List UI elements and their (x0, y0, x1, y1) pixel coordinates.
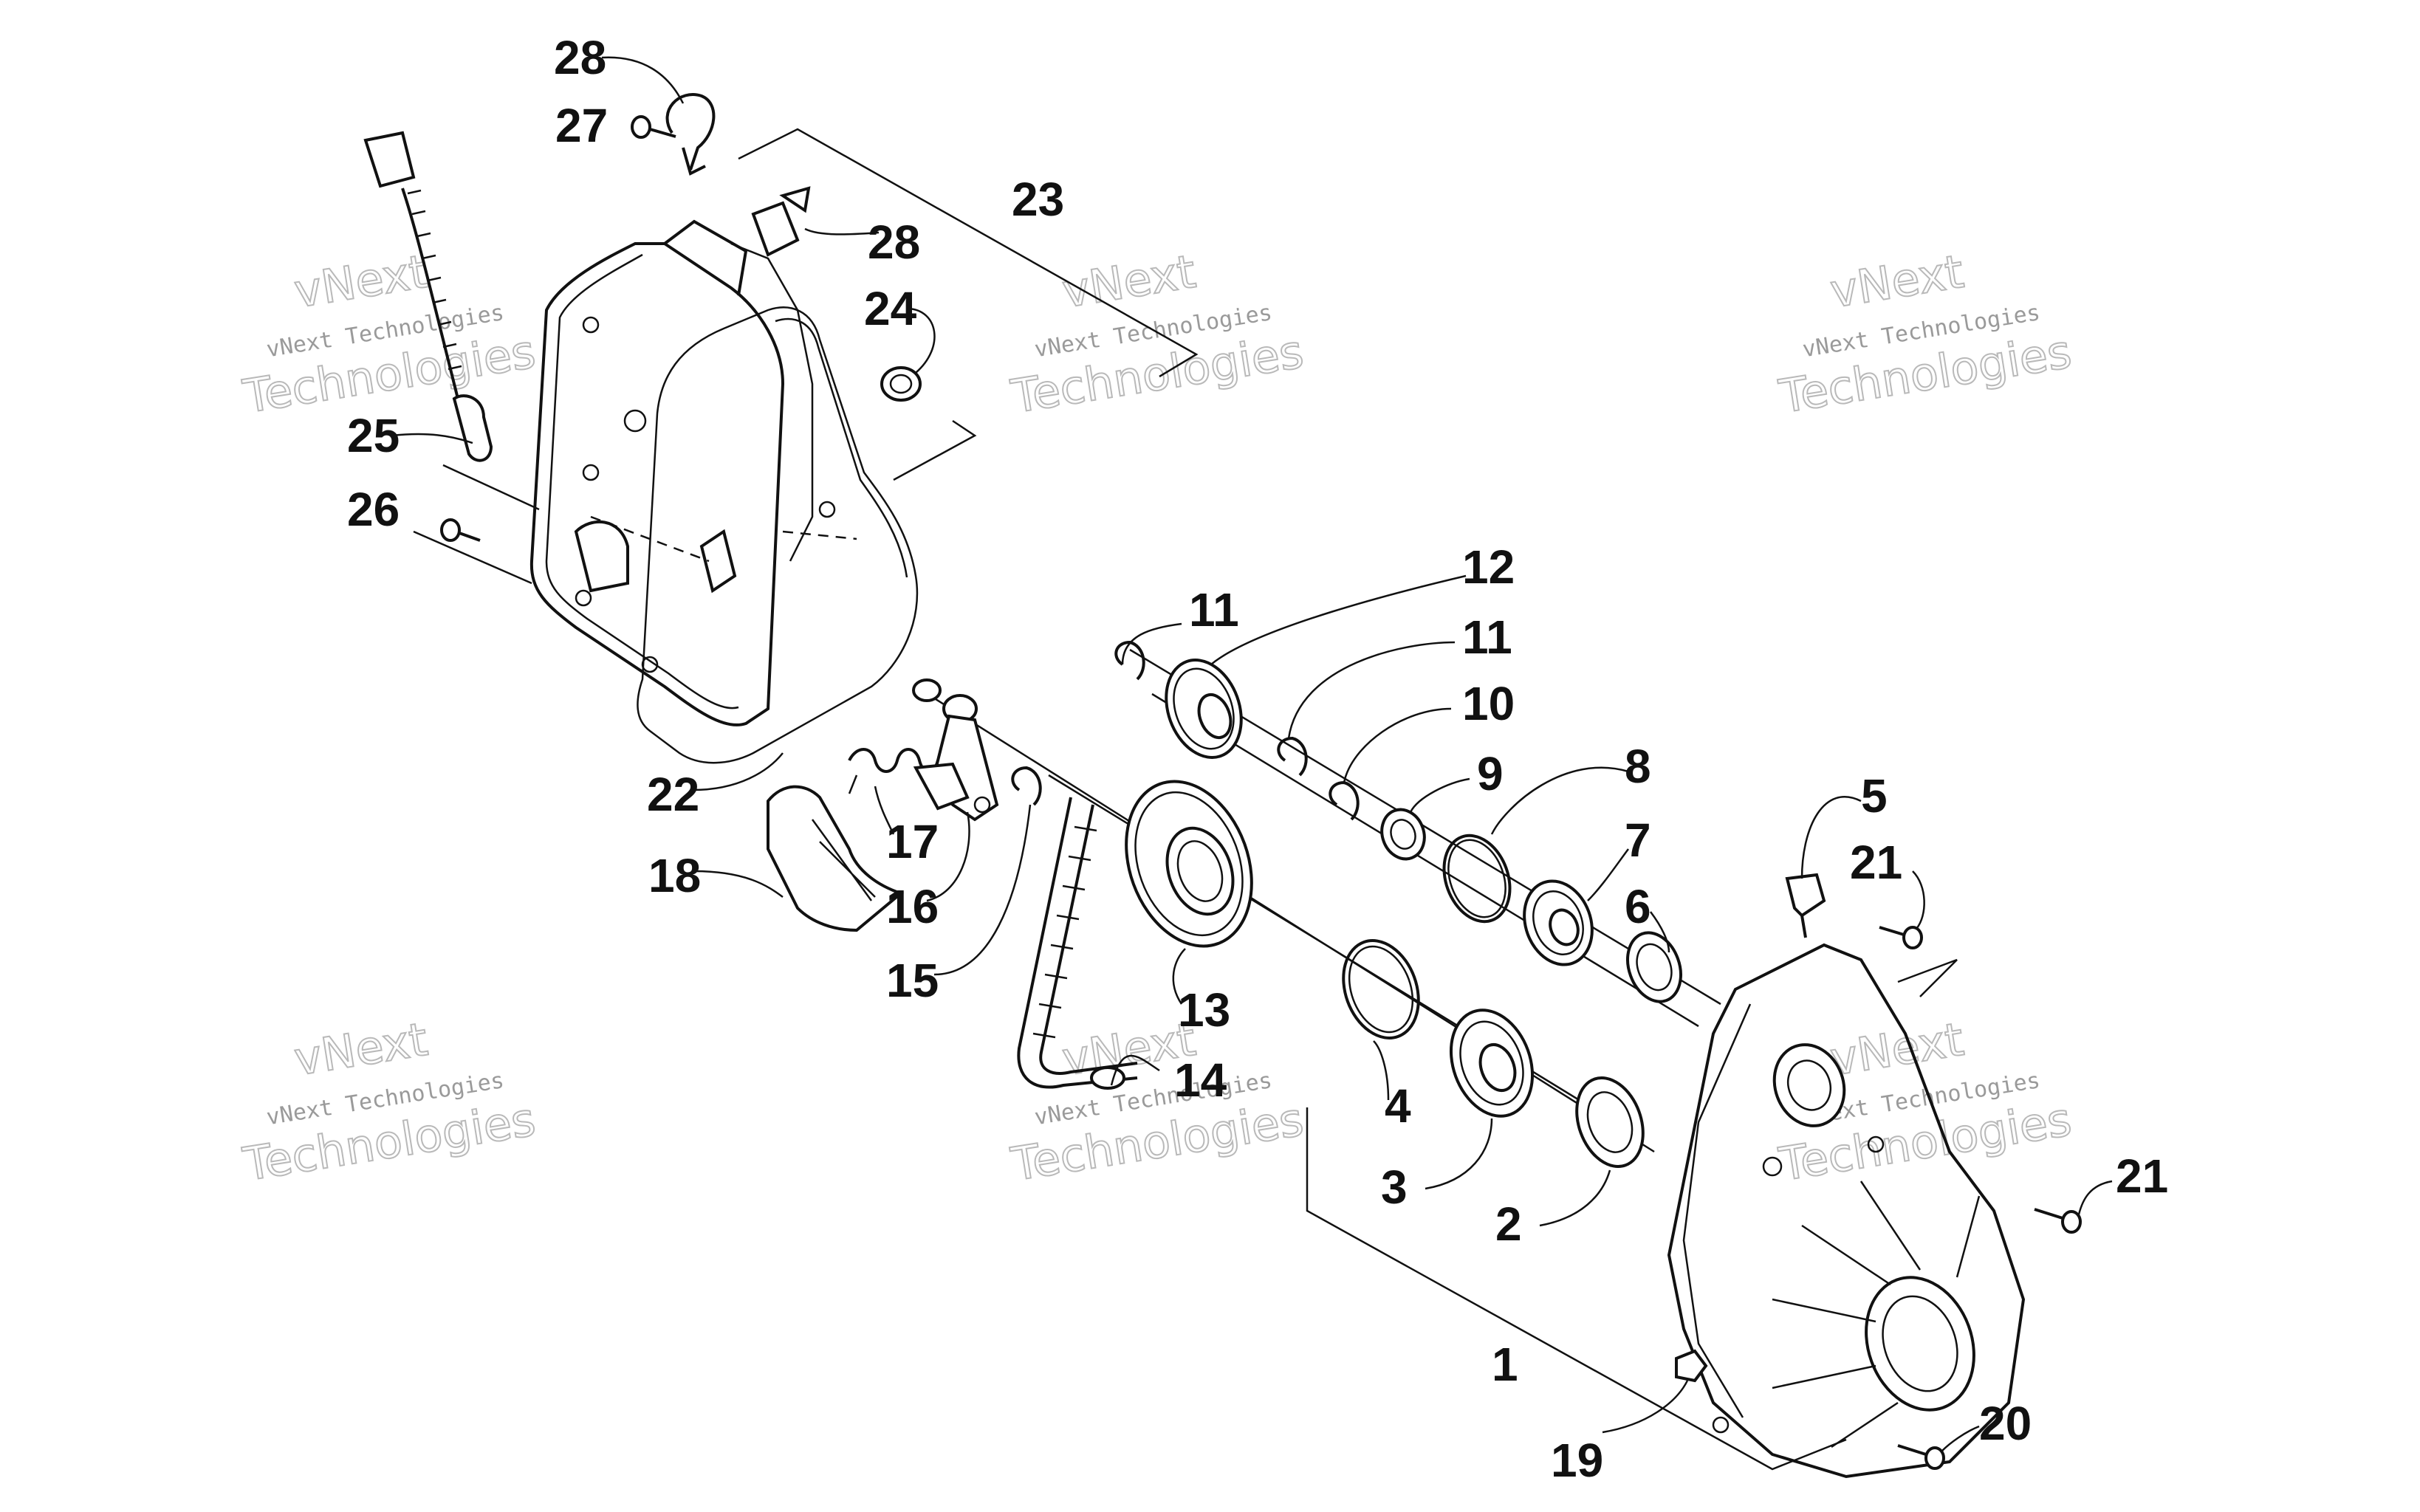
callout-14: 14 (1174, 1054, 1227, 1107)
callout-22: 22 (647, 768, 699, 821)
watermark-top-right: vNext vNext Technologies Technologies (1775, 244, 2076, 425)
callout-9: 9 (1477, 747, 1504, 800)
callout-11a: 11 (1189, 583, 1239, 636)
bearing-3 (1449, 1008, 1535, 1118)
snap-ring-11b (1277, 736, 1308, 777)
watermark-top-left: vNext vNext Technologies Technologies (239, 244, 540, 425)
bolt-21-top (1879, 926, 1923, 949)
callout-5: 5 (1861, 769, 1888, 822)
chain-guide-18 (767, 785, 905, 932)
callout-8: 8 (1625, 740, 1651, 793)
seal-2 (1575, 1076, 1645, 1169)
callout-1: 1 (1492, 1338, 1518, 1391)
snap-ring-11a (1114, 640, 1145, 681)
plug-28 (751, 186, 811, 257)
callout-23: 23 (1012, 173, 1064, 226)
leader-lines (391, 56, 2113, 1451)
bolt-21-right (2034, 1208, 2082, 1234)
chaincase-housing (1667, 943, 2026, 1479)
bracket-23 (738, 128, 1199, 481)
callout-3: 3 (1381, 1161, 1408, 1214)
sensor-cable-25 (363, 131, 493, 462)
svg-text:vNext: vNext (1827, 244, 1967, 318)
callout-2: 2 (1495, 1197, 1522, 1251)
callout-21-top: 21 (1850, 836, 1902, 889)
callout-25: 25 (347, 409, 400, 462)
callout-13: 13 (1178, 983, 1230, 1037)
screw-26-top (631, 115, 676, 139)
washer-9 (1380, 808, 1426, 861)
callout-26-top: 27 (555, 99, 608, 152)
callout-16: 16 (886, 880, 939, 933)
callout-labels: 28 27 23 28 24 25 26 22 18 17 16 15 14 1… (347, 31, 2168, 1487)
ring-10 (1329, 780, 1360, 821)
bracket-1 (1306, 958, 1958, 1471)
callout-7: 7 (1625, 814, 1651, 867)
bolt-20 (1897, 1444, 1945, 1470)
callout-17: 17 (886, 815, 939, 868)
callout-6: 6 (1625, 880, 1651, 933)
nut-19 (1675, 1349, 1708, 1383)
seal-6 (1626, 931, 1682, 1003)
bearing-7 (1523, 879, 1594, 966)
fitting-5 (1785, 873, 1826, 938)
gasket (637, 306, 919, 764)
screw-26-left (440, 518, 481, 542)
sprocket-12 (1165, 659, 1243, 759)
callout-4: 4 (1385, 1079, 1411, 1133)
callout-10: 10 (1462, 677, 1515, 730)
watermark-bottom-center: vNext vNext Technologies Technologies (1007, 1011, 1308, 1192)
callout-27: 28 (554, 31, 606, 84)
callout-11b: 11 (1462, 611, 1512, 664)
callout-15: 15 (886, 954, 939, 1007)
ring-15 (1011, 766, 1042, 806)
callout-21-right: 21 (2116, 1150, 2168, 1203)
svg-text:vNext: vNext (291, 244, 431, 318)
sprocket-13 (1125, 780, 1253, 948)
callout-19: 19 (1551, 1434, 1603, 1487)
svg-text:vNext: vNext (1059, 244, 1199, 318)
callout-20: 20 (1979, 1397, 2032, 1450)
clamp-27 (665, 93, 716, 176)
watermark-top-center: vNext vNext Technologies Technologies (1007, 244, 1308, 425)
callout-24: 24 (864, 282, 917, 335)
callout-26-left: 26 (347, 483, 400, 536)
tensioner-16 (912, 678, 999, 822)
chaincase-cover (529, 219, 857, 726)
seal-24 (880, 366, 922, 402)
callout-12: 12 (1462, 540, 1515, 594)
svg-text:vNext: vNext (291, 1012, 431, 1086)
callout-28: 28 (868, 216, 920, 269)
svg-text:vNext: vNext (1827, 1012, 1967, 1086)
o-ring-8 (1442, 834, 1512, 924)
o-ring-4 (1342, 939, 1420, 1040)
watermark-bottom-left: vNext vNext Technologies Technologies (239, 1011, 540, 1192)
callout-18: 18 (648, 849, 701, 902)
